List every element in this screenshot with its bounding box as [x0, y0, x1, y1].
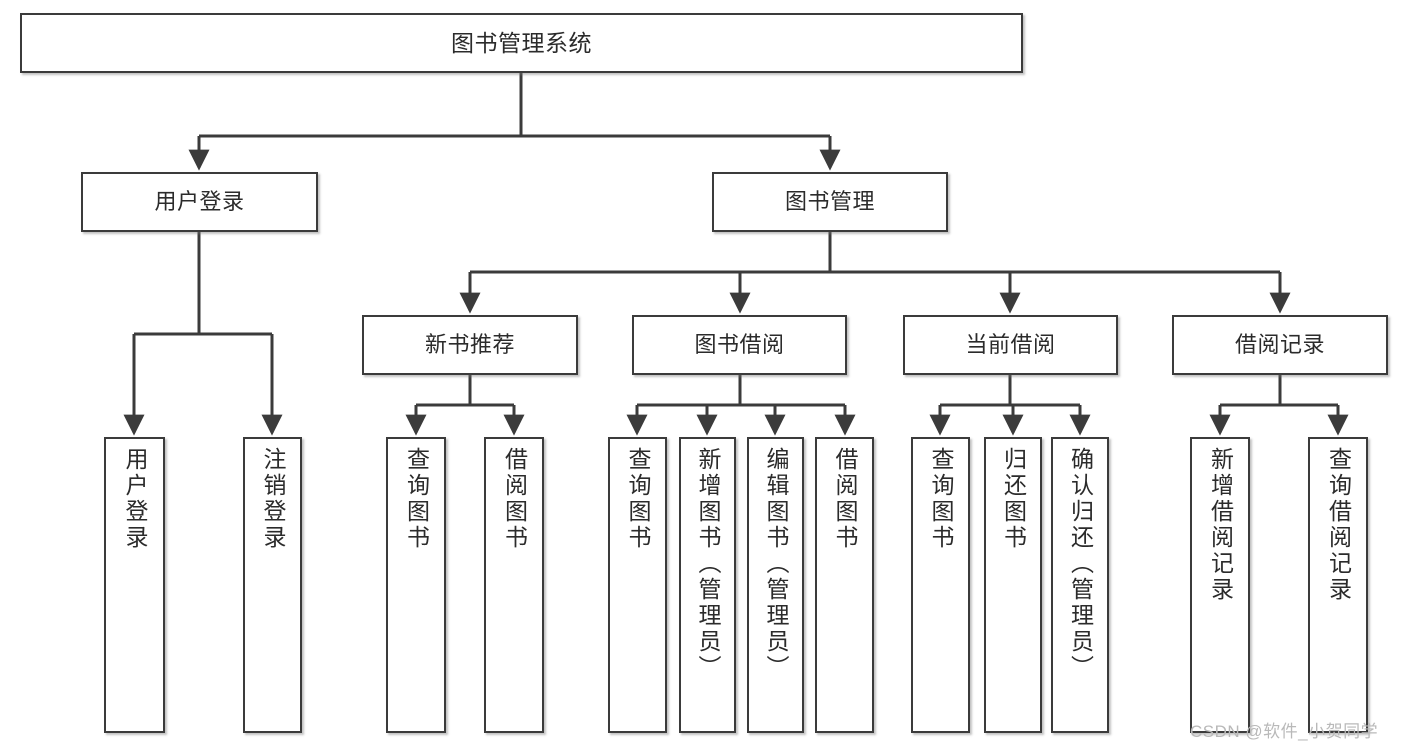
watermark: CSDN @软件_小贺同学: [1190, 722, 1379, 741]
node-leaf-return-book-label: 归还图书: [1000, 447, 1027, 551]
node-leaf-confirm-return-admin[interactable]: 确认归还（管理员）: [1051, 437, 1109, 733]
node-leaf-add-borrow-record[interactable]: 新增借阅记录: [1190, 437, 1250, 733]
node-borrow-record[interactable]: 借阅记录: [1172, 315, 1388, 375]
node-current-borrow[interactable]: 当前借阅: [903, 315, 1118, 375]
node-leaf-add-borrow-record-label: 新增借阅记录: [1207, 447, 1234, 603]
node-leaf-user-login-label: 用户登录: [122, 447, 148, 551]
node-leaf-query-book-1-label: 查询图书: [403, 447, 430, 551]
node-leaf-query-book-2-label: 查询图书: [625, 447, 651, 551]
node-leaf-logout-login[interactable]: 注销登录: [243, 437, 302, 733]
node-new-book-recommend-label: 新书推荐: [424, 332, 515, 358]
node-leaf-confirm-return-admin-label: 确认归还（管理员）: [1067, 447, 1094, 681]
node-leaf-borrow-book-1-label: 借阅图书: [501, 447, 528, 551]
node-leaf-query-borrow-record-label: 查询借阅记录: [1325, 447, 1352, 603]
node-leaf-logout-login-label: 注销登录: [260, 447, 286, 551]
node-user-login-label: 用户登录: [154, 189, 245, 215]
node-borrow-record-label: 借阅记录: [1234, 332, 1325, 358]
node-leaf-query-book-2[interactable]: 查询图书: [608, 437, 667, 733]
node-book-manage[interactable]: 图书管理: [712, 172, 948, 232]
node-current-borrow-label: 当前借阅: [965, 332, 1056, 358]
node-user-login[interactable]: 用户登录: [81, 172, 318, 232]
node-leaf-borrow-book-2[interactable]: 借阅图书: [815, 437, 874, 733]
node-leaf-borrow-book-2-label: 借阅图书: [832, 447, 858, 551]
node-leaf-query-borrow-record[interactable]: 查询借阅记录: [1308, 437, 1368, 733]
node-new-book-recommend[interactable]: 新书推荐: [362, 315, 578, 375]
node-leaf-query-book-1[interactable]: 查询图书: [386, 437, 446, 733]
node-leaf-query-book-3-label: 查询图书: [928, 447, 954, 551]
node-leaf-borrow-book-1[interactable]: 借阅图书: [484, 437, 544, 733]
node-book-borrow-label: 图书借阅: [694, 332, 785, 358]
node-leaf-edit-book-admin-label: 编辑图书（管理员）: [763, 447, 789, 681]
node-root[interactable]: 图书管理系统: [20, 13, 1023, 73]
node-leaf-add-book-admin-label: 新增图书（管理员）: [695, 447, 721, 681]
node-book-manage-label: 图书管理: [784, 189, 875, 215]
node-leaf-edit-book-admin[interactable]: 编辑图书（管理员）: [747, 437, 804, 733]
node-leaf-add-book-admin[interactable]: 新增图书（管理员）: [679, 437, 736, 733]
node-leaf-user-login[interactable]: 用户登录: [104, 437, 165, 733]
node-leaf-query-book-3[interactable]: 查询图书: [911, 437, 970, 733]
node-root-label: 图书管理系统: [451, 29, 592, 56]
node-leaf-return-book[interactable]: 归还图书: [984, 437, 1042, 733]
node-book-borrow[interactable]: 图书借阅: [632, 315, 847, 375]
